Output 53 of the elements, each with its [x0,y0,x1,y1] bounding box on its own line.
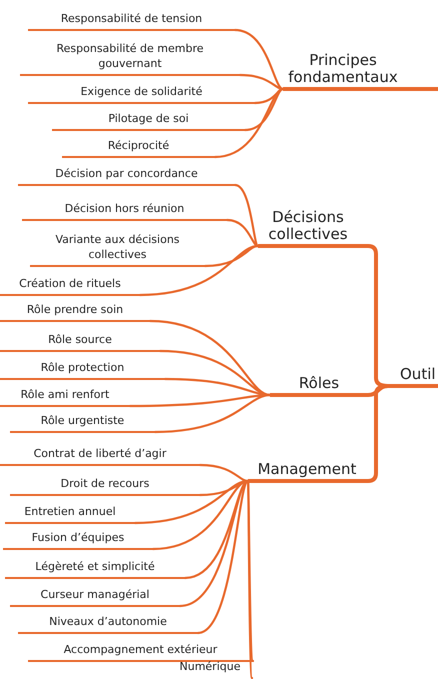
subtopic-label: Rôle protection [40,361,124,376]
subtopic-label: Rôle ami renfort [20,388,110,403]
branch-underline [10,587,180,607]
branch-line [246,480,254,679]
subtopic-label: Droit de recours [60,477,150,492]
subtopic-label: Entretien annuel [24,505,116,520]
branch-line [138,244,260,296]
branch-line [401,87,438,91]
subtopic-label: Responsabilité de membre gouvernant [55,42,204,72]
subtopic-label: Fusion d’équipes [32,531,124,546]
topic-label: Rôles [298,374,340,391]
subtopic-label: Rôle source [48,333,112,348]
subtopic-label: Numérique [180,660,240,675]
topic-label: Outil [400,366,436,382]
subtopic-label: Accompagnement extérieur [64,643,218,658]
branch-line [196,480,250,634]
subtopic-label: Responsabilité de tension [60,12,202,27]
subtopic-label: Niveaux d’autonomie [49,615,167,630]
branch-line [244,88,284,132]
subtopic-label: Curseur managérial [40,588,150,603]
branch-line [178,480,250,608]
branch-underline [3,529,153,550]
branch-underline [28,83,255,104]
topic-label: Principes fondamentaux [287,52,399,85]
branch-line [154,394,272,434]
branch-line [148,320,272,396]
branch-line [234,28,284,90]
branch-line [364,384,390,483]
topic-label: Décisions collectives [267,209,349,242]
branch-underline [22,200,227,221]
subtopic-label: Réciprocité [108,139,170,154]
branch-line [238,74,284,90]
subtopic-label: Décision hors réunion [64,202,184,217]
branch-line [204,244,260,268]
topic-label: Management [258,460,356,477]
branch-line [214,88,284,158]
branch-line [152,480,250,550]
subtopic-label: Pilotage de soi [108,112,189,127]
branch-line [198,464,250,482]
subtopic-label: Variante aux décisions collectives [54,233,181,263]
subtopic-label: Décision par concordance [55,167,198,182]
branch-line [158,350,272,396]
subtopic-label: Exigence de solidarité [80,85,202,100]
subtopic-label: Rôle prendre soin [26,303,124,318]
branch-line [226,218,260,248]
branch-underline [28,641,253,662]
subtopic-label: Contrat de liberté d’agir [34,447,166,462]
branch-line [234,184,260,248]
subtopic-label: Rôle urgentiste [40,414,124,429]
branch-underline [5,558,185,579]
branch-underline [62,137,215,158]
subtopic-label: Légèreté et simplicité [35,560,155,575]
subtopic-label: Création de rituels [19,277,121,292]
